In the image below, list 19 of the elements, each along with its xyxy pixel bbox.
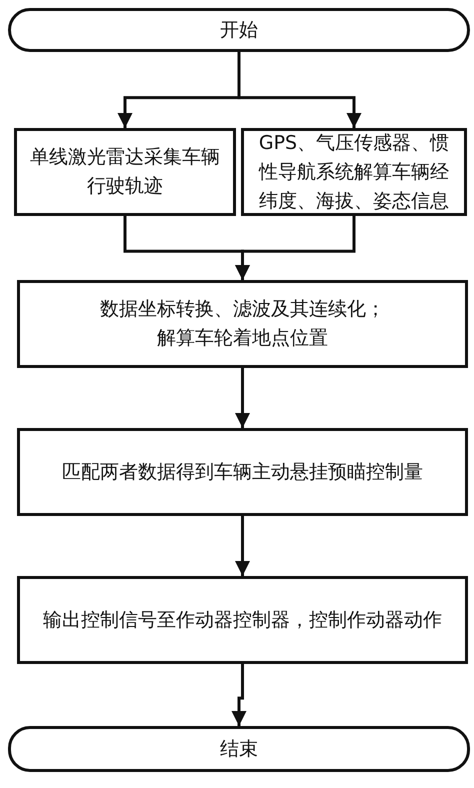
box-text: GPS、气压传感器、惯性导航系统解算车辆经纬度、海拔、姿态信息 [258,130,450,214]
process-box [17,280,468,368]
box-text: 开始 [220,18,258,42]
box-text: 单线激光雷达采集车辆行驶轨迹 [29,145,221,199]
box-text: 输出控制信号至作动器控制器，控制作动器动作 [43,608,442,632]
box-text: 解算车轮着地点位置 [157,326,328,351]
arrow [235,368,250,428]
box-text: 数据坐标转换、滤波及其连续化； [100,297,385,322]
process-box [17,576,468,664]
process-box [14,128,236,216]
terminal-box [8,726,470,772]
box-text: 匹配两者数据得到车辆主动悬挂预瞄控制量 [62,460,423,484]
arrow [232,664,246,726]
terminal-box [8,8,470,52]
arrow [235,516,250,576]
process-box [241,128,467,216]
arrow [235,216,356,280]
box-text: 结束 [220,736,258,762]
process-box [17,428,468,516]
